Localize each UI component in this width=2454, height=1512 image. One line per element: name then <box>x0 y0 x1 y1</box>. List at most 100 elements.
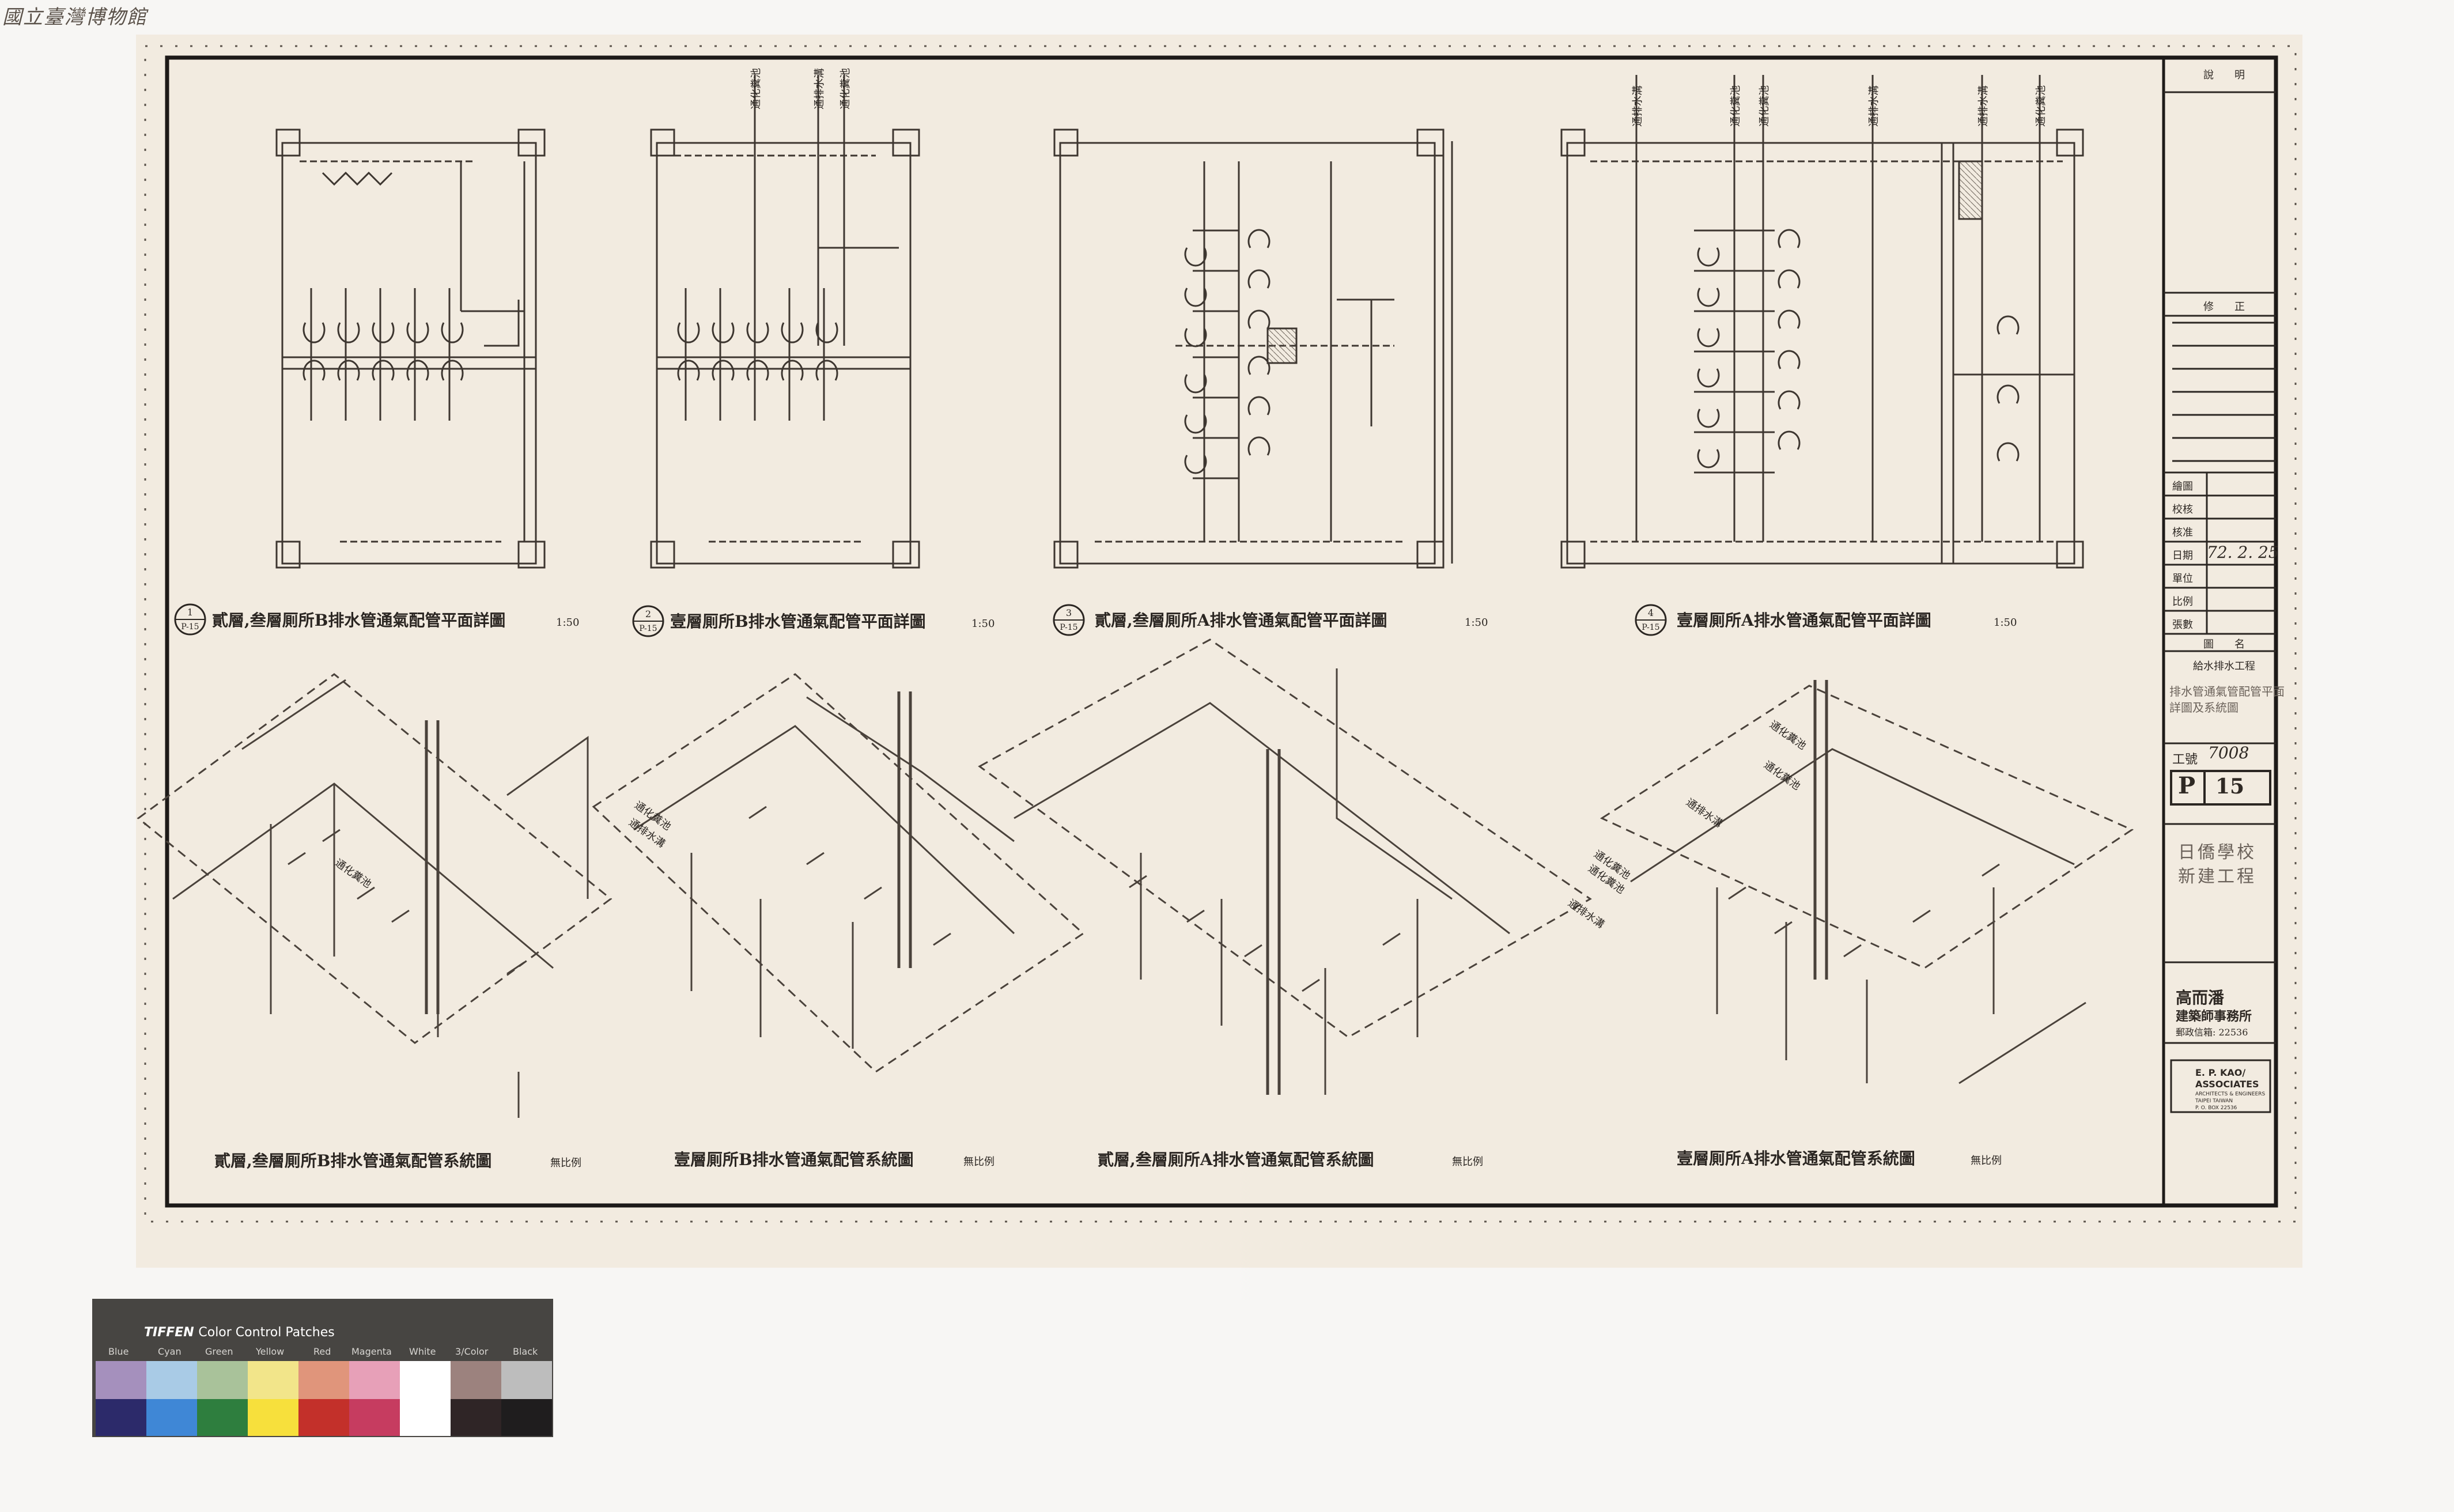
plan-title-text-2: 壹層厠所B排水管通氣配管平面詳圖 <box>670 612 926 631</box>
isometric-view-1 <box>137 673 612 1118</box>
drawing-name-line1: 排水管通氣管配管平面 <box>2169 685 2285 698</box>
job-no-label: 工號 <box>2172 753 2198 767</box>
color-patch-top <box>501 1361 552 1399</box>
pipe-label: 通化糞池 <box>1767 719 1808 752</box>
patch-label: Blue <box>108 1346 129 1357</box>
iso-scale-3: 無比例 <box>1452 1156 1483 1168</box>
patch-label: Black <box>513 1346 538 1357</box>
patch-label: White <box>409 1346 436 1357</box>
iso-title-3: 貳層,叁層厠所A排水管通氣配管系統圖 <box>1098 1150 1374 1169</box>
plan-view-1 <box>275 128 546 569</box>
color-patch-top <box>451 1361 501 1399</box>
plan-number-4: 4 <box>1648 607 1654 618</box>
revision-header: 修 正 <box>2203 301 2245 313</box>
pipe-label: 通化糞池 <box>1759 85 1771 127</box>
job-no: 7008 <box>2208 743 2249 762</box>
iso-title-1: 貳層,叁層厠所B排水管通氣配管系統圖 <box>214 1151 491 1170</box>
architect-name: 高而潘 <box>2176 988 2225 1007</box>
isometric-view-4 <box>1600 680 2134 1084</box>
pipe-label: 通化糞池 <box>1761 759 1802 792</box>
plan-scale-4: 1:50 <box>1994 617 2017 629</box>
pipe-label: 通排水溝 <box>1868 85 1880 127</box>
plan-view-3 <box>1053 128 1453 569</box>
iso-title-4: 壹層厠所A排水管通氣配管系統圖 <box>1677 1149 1915 1168</box>
plan-pipe-labels: 通化糞池 通排水溝 通化糞池 通排水溝 通化糞池 通化糞池 通排水溝 通排水溝 … <box>750 68 2047 127</box>
firm-name-line1: E. P. KAO/ <box>2195 1067 2246 1078</box>
plan-title-3: 3 P-15 貳層,叁層厠所A排水管通氣配管平面詳圖 1:50 <box>1053 604 1488 636</box>
row-label-unit: 單位 <box>2172 573 2193 585</box>
plan-title-4: 4 P-15 壹層厠所A排水管通氣配管平面詳圖 1:50 <box>1635 604 2017 636</box>
color-patch-bottom <box>298 1399 349 1436</box>
pipe-label: 通排水溝 <box>814 68 826 109</box>
firm-sub-line2: TAIPEI TAIWAN <box>2195 1098 2233 1104</box>
color-control-strip: TIFFEN Color Control Patches Blue Cyan G… <box>92 1299 553 1437</box>
row-label-check: 校核 <box>2172 504 2193 516</box>
row-label-approve: 核准 <box>2172 527 2193 539</box>
remarks-header: 說 明 <box>2203 69 2245 81</box>
color-patch-bottom <box>197 1399 248 1436</box>
iso-pipe-labels: 通化糞池 通化糞池 通排水溝 通化糞池 通化糞池 通排水溝 通化糞池 通化糞池 … <box>332 719 1808 931</box>
pipe-label: 通化糞池 <box>1730 85 1742 127</box>
plan-title-text-3: 貳層,叁層厠所A排水管通氣配管平面詳圖 <box>1095 611 1387 630</box>
pipe-label: 通化糞池 <box>750 68 762 109</box>
patch-label: Yellow <box>256 1346 285 1357</box>
pipe-label: 通化糞池 <box>2035 85 2047 127</box>
isometric-titles: 貳層,叁層厠所B排水管通氣配管系統圖 無比例 壹層厠所B排水管通氣配管系統圖 無… <box>214 1149 2002 1170</box>
title-block-grid <box>2164 91 2276 1113</box>
isometric-view-3 <box>978 638 1592 1095</box>
color-strip-brand: TIFFEN Color Control Patches <box>144 1325 335 1340</box>
drawing-name-header: 圖 名 <box>2203 638 2245 651</box>
plan-view-4 <box>1560 75 2084 569</box>
plan-title-1: 1 P-15 貳層,叁層厠所B排水管通氣配管平面詳圖 1:50 <box>174 603 579 636</box>
isometric-view-2 <box>592 673 1085 1073</box>
plan-sheet-1: P-15 <box>181 622 199 632</box>
color-patch-top <box>248 1361 298 1399</box>
sheet-number: 15 <box>2215 774 2245 799</box>
plan-titles: 1 P-15 貳層,叁層厠所B排水管通氣配管平面詳圖 1:50 2 P-15 壹… <box>174 603 2017 637</box>
color-patch-bottom <box>501 1399 552 1436</box>
drawing-category: 給水排水工程 <box>2193 660 2255 672</box>
patch-label: 3/Color <box>455 1346 489 1357</box>
firm-sub-line3: P. O. BOX 22536 <box>2195 1105 2237 1111</box>
color-patch-bottom <box>248 1399 298 1436</box>
brand-rest: Color Control Patches <box>198 1325 335 1340</box>
pipe-label: 通排水溝 <box>1632 85 1644 127</box>
color-patch-bottom <box>146 1399 197 1436</box>
sheet-prefix: P <box>2178 772 2196 799</box>
color-patch-top <box>96 1361 146 1399</box>
plan-view-2 <box>650 75 920 569</box>
plan-sheet-4: P-15 <box>1642 623 1659 632</box>
architect-office: 建築師事務所 <box>2176 1009 2252 1024</box>
pipe-label: 通化糞池 <box>332 857 373 890</box>
patch-label: Magenta <box>351 1346 392 1357</box>
pipe-label: 通排水溝 <box>1977 85 1990 127</box>
date-value: 72. 2. 25 <box>2207 543 2279 562</box>
project-line2: 新建工程 <box>2178 867 2256 887</box>
plan-number-1: 1 <box>187 607 193 618</box>
project-line1: 日僑學校 <box>2178 842 2256 863</box>
row-label-sheets: 張數 <box>2172 619 2193 631</box>
color-patch-top <box>349 1361 400 1399</box>
pipe-label: 通化糞池 <box>840 68 852 109</box>
color-patch-top <box>298 1361 349 1399</box>
plan-number-3: 3 <box>1066 607 1072 618</box>
plan-title-2: 2 P-15 壹層厠所B排水管通氣配管平面詳圖 1:50 <box>632 605 995 637</box>
plan-scale-3: 1:50 <box>1465 617 1488 629</box>
color-patch-top <box>197 1361 248 1399</box>
drawing-name-line2: 詳圖及系統圖 <box>2169 701 2239 715</box>
outer-border <box>144 45 2297 1223</box>
main-frame <box>165 55 2278 1208</box>
color-patch-bottom <box>400 1399 451 1436</box>
patch-label: Red <box>313 1346 331 1357</box>
row-label-draw: 繪圖 <box>2172 481 2193 493</box>
color-patch-bottom <box>349 1399 400 1436</box>
iso-scale-2: 無比例 <box>963 1156 995 1168</box>
plan-scale-2: 1:50 <box>971 618 995 630</box>
iso-title-2: 壹層厠所B排水管通氣配管系統圖 <box>674 1150 914 1169</box>
plan-scale-1: 1:50 <box>556 617 579 629</box>
plan-sheet-2: P-15 <box>639 624 657 633</box>
plan-number-2: 2 <box>645 608 651 619</box>
color-patch-bottom <box>96 1399 146 1436</box>
row-label-scale: 比例 <box>2172 596 2193 608</box>
